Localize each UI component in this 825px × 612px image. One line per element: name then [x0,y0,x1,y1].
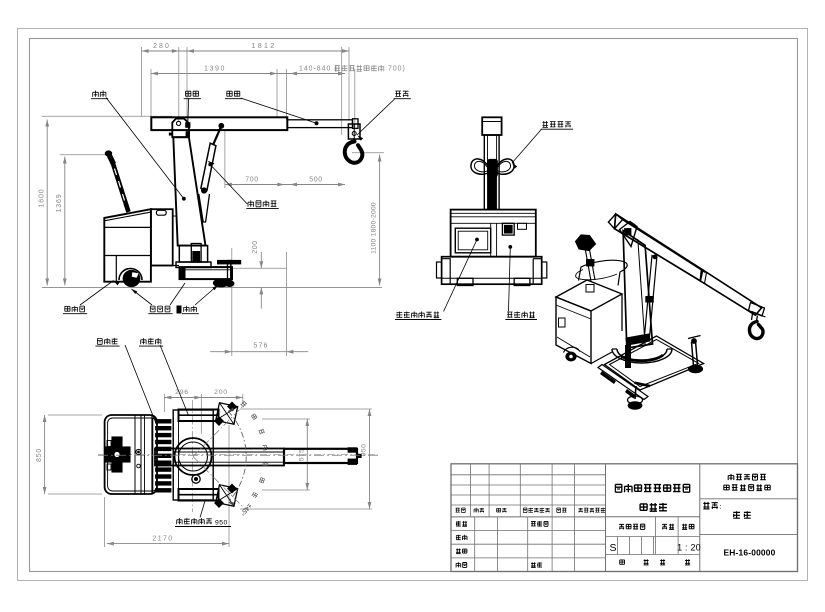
svg-text:200: 200 [252,240,259,253]
svg-text:576: 576 [253,343,268,350]
svg-text:850: 850 [36,448,43,462]
svg-text:1369: 1369 [56,194,63,213]
svg-text:1100 1800-2000: 1100 1800-2000 [371,202,378,254]
svg-text:1600: 1600 [39,189,46,208]
svg-text:200: 200 [214,389,228,396]
svg-text:950: 950 [215,520,228,527]
svg-text:700: 700 [245,177,258,184]
svg-text:950: 950 [361,444,368,457]
svg-text:EH-16-00000: EH-16-00000 [723,547,775,557]
svg-text:1 : 20: 1 : 20 [677,543,701,553]
svg-text:S: S [610,542,617,554]
svg-text:500: 500 [309,177,322,184]
svg-text:2170: 2170 [152,536,173,543]
svg-text:1812: 1812 [251,43,276,50]
svg-text:1390: 1390 [204,66,226,73]
svg-text:296: 296 [175,389,189,396]
svg-text::: : [720,504,722,511]
svg-text:280: 280 [153,43,171,50]
svg-text:700): 700) [388,66,406,73]
svg-text:140-840 (: 140-840 ( [299,66,338,73]
